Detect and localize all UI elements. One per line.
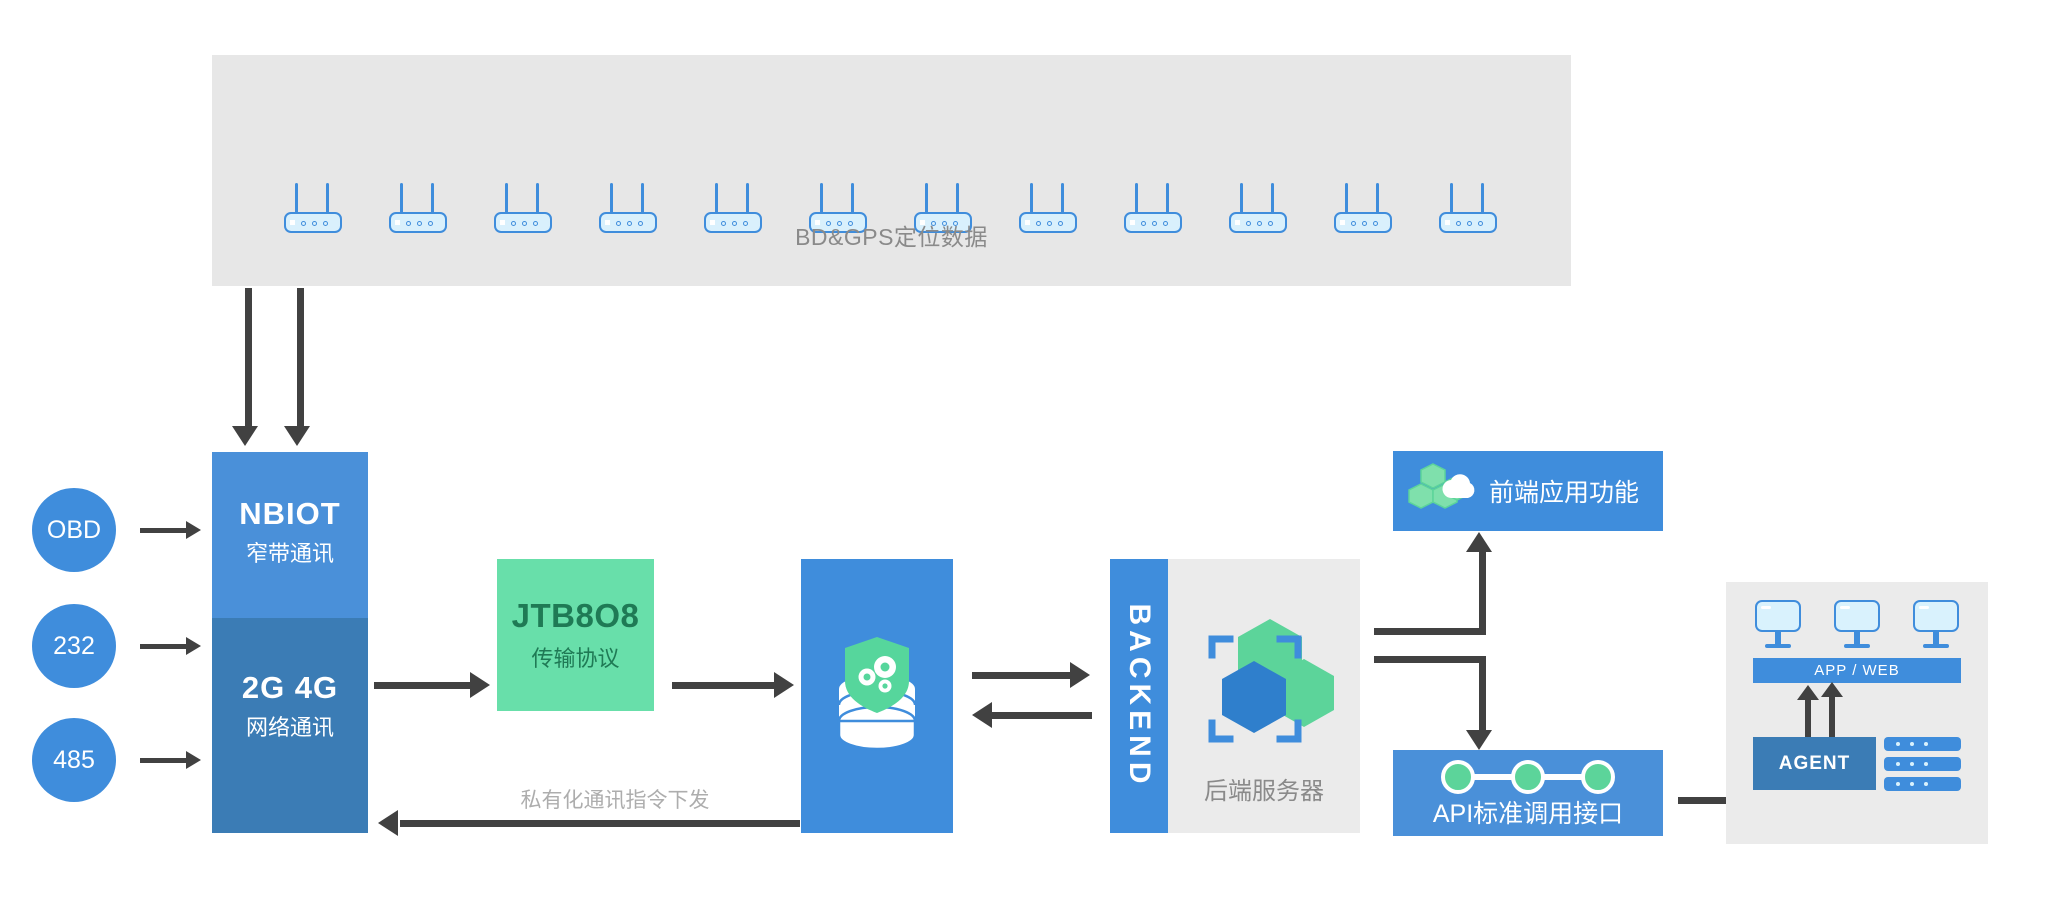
- router-icon: [914, 183, 972, 237]
- router-icon: [704, 183, 762, 237]
- input-node-label: OBD: [46, 515, 102, 544]
- monitor-icon: [1913, 600, 1959, 652]
- server-bar-icon: [1884, 737, 1961, 751]
- appweb-bar[interactable]: APP / WEB: [1753, 658, 1961, 683]
- input-node-label: 485: [53, 745, 95, 774]
- client-panel: APP / WEB AGENT: [1726, 582, 1988, 844]
- router-icon: [1019, 183, 1077, 237]
- backend-block[interactable]: BACKEND 后端服务器: [1110, 559, 1360, 833]
- hexagon-cluster-icon: [1208, 619, 1334, 743]
- protocol-title: JTB8O8: [511, 597, 640, 634]
- monitor-icon: [1834, 600, 1880, 652]
- terminal-network-title: 2G 4G: [241, 670, 339, 705]
- terminal-nbiot-section[interactable]: NBIOT 窄带通讯: [212, 452, 368, 618]
- database-shield-icon: [837, 637, 917, 751]
- terminal-block[interactable]: NBIOT 窄带通讯 2G 4G 网络通讯: [212, 452, 368, 833]
- frontend-label: 前端应用功能: [1489, 479, 1640, 507]
- router-icon: [1439, 183, 1497, 237]
- api-label: API标准调用接口: [1432, 800, 1624, 828]
- terminal-network-subtitle: 网络通讯: [245, 715, 334, 740]
- terminal-nbiot-subtitle: 窄带通讯: [245, 541, 334, 566]
- appweb-label: APP / WEB: [1814, 662, 1900, 679]
- backend-strip: BACKEND: [1110, 559, 1168, 833]
- router-icon: [284, 183, 342, 237]
- protocol-subtitle: 传输协议: [531, 646, 620, 671]
- input-node-obd[interactable]: OBD: [32, 488, 116, 572]
- router-icon: [494, 183, 552, 237]
- agent-label: AGENT: [1778, 752, 1851, 774]
- monitor-icon: [1755, 600, 1801, 652]
- router-icon: [599, 183, 657, 237]
- input-node-485[interactable]: 485: [32, 718, 116, 802]
- database-block[interactable]: [801, 559, 953, 833]
- api-block[interactable]: API标准调用接口: [1393, 750, 1663, 836]
- server-bar-icon: [1884, 757, 1961, 771]
- backend-label: 后端服务器: [1204, 778, 1324, 805]
- router-icon: [1334, 183, 1392, 237]
- router-icon: [809, 183, 867, 237]
- protocol-block[interactable]: JTB8O8 传输协议: [497, 559, 654, 711]
- frontend-block[interactable]: 前端应用功能: [1393, 451, 1663, 531]
- feedback-label: 私有化通讯指令下发: [520, 789, 710, 812]
- router-icon: [1229, 183, 1287, 237]
- terminal-nbiot-title: NBIOT: [239, 496, 341, 531]
- router-icon: [389, 183, 447, 237]
- device-panel: [212, 55, 1571, 286]
- terminal-network-section[interactable]: 2G 4G 网络通讯: [212, 618, 368, 833]
- input-node-label: 232: [53, 631, 95, 660]
- backend-strip-label: BACKEND: [1123, 603, 1156, 789]
- server-bar-icon: [1884, 777, 1961, 791]
- input-node-232[interactable]: 232: [32, 604, 116, 688]
- router-icon: [1124, 183, 1182, 237]
- agent-box[interactable]: AGENT: [1753, 737, 1876, 790]
- device-panel-label: BD&GPS定位数据: [795, 224, 988, 250]
- node-chain-icon: [1441, 760, 1615, 794]
- cloud-cubes-icon: [1408, 463, 1475, 509]
